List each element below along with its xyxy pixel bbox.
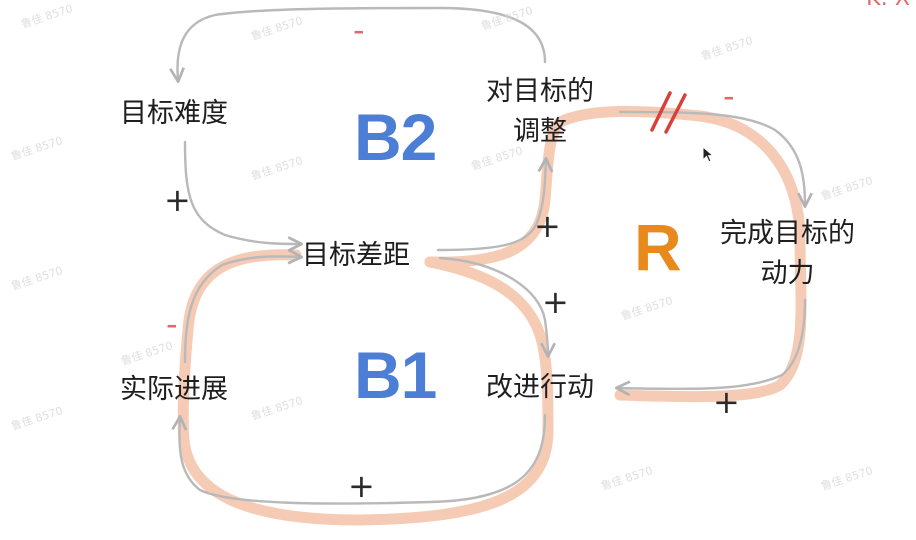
node-goal-adjustment: 对目标的 调整: [486, 72, 594, 152]
sign-difficulty-to-gap-plus: +: [164, 181, 191, 219]
arrow-motivation-to-action: [614, 298, 807, 397]
arrow-progress-to-gap: [183, 248, 304, 364]
sign-gap-to-action-plus: +: [542, 283, 569, 321]
delay-mark: [650, 91, 687, 134]
sign-gap-to-adjust-plus: +: [534, 207, 561, 245]
highlight-r-loop: [424, 105, 807, 403]
node-motivation: 完成目标的 动力: [720, 214, 855, 294]
sign-progress-to-gap-minus: -: [166, 305, 178, 343]
node-motivation-line2: 动力: [760, 258, 815, 289]
loop-label-b2: B2: [354, 100, 437, 174]
node-goal-adjustment-line2: 调整: [513, 116, 567, 147]
sign-top-arc-minus: -: [353, 11, 365, 49]
node-actual-progress: 实际进展: [120, 370, 228, 410]
arrow-difficulty-to-gap: [183, 140, 304, 252]
corner-text: K: X: [866, 0, 910, 11]
highlight-b1-loop: [177, 249, 554, 526]
arrow-action-to-progress: [171, 413, 547, 505]
node-goal-difficulty: 目标难度: [120, 94, 228, 134]
node-motivation-line1: 完成目标的: [720, 218, 855, 249]
node-goal-difficulty-label: 目标难度: [120, 98, 228, 129]
node-actual-progress-label: 实际进展: [120, 374, 228, 405]
node-improve-action-label: 改进行动: [486, 372, 594, 403]
sign-adjust-to-motivation-minus: -: [723, 77, 735, 115]
sign-motivation-to-action-plus: +: [713, 383, 740, 421]
node-goal-gap-label: 目标差距: [302, 240, 410, 271]
arrow-adjust-to-motivation: [618, 110, 813, 209]
arrow-adjust-to-difficulty: [169, 6, 547, 84]
sign-action-to-progress-plus: +: [348, 467, 375, 505]
node-improve-action: 改进行动: [486, 368, 594, 408]
loop-label-r: R: [634, 210, 682, 284]
node-goal-gap: 目标差距: [302, 236, 410, 276]
arrow-gap-to-adjust: [436, 156, 554, 252]
pointer-cursor-icon: [702, 146, 714, 163]
highlight-strokes: [177, 105, 807, 526]
arrow-gap-to-action: [438, 256, 556, 359]
loop-label-b1: B1: [354, 338, 437, 412]
node-goal-adjustment-line1: 对目标的: [486, 76, 594, 107]
causal-arrows: [169, 6, 813, 505]
